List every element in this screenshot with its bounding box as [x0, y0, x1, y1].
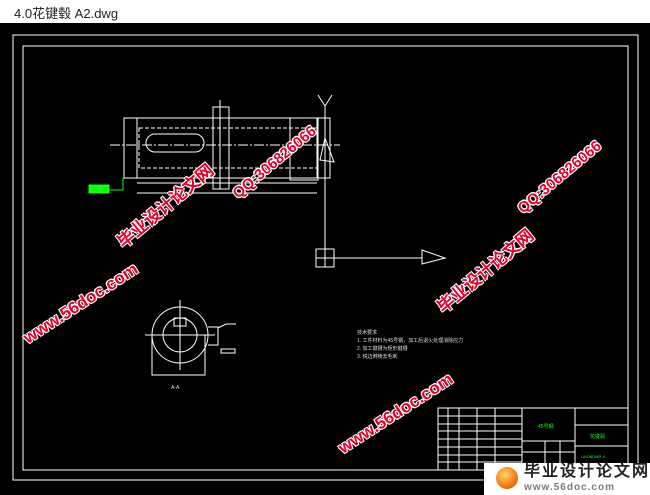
cad-drawing: A-A 45号钢 花键毂 LWDBDMR-4 [12, 34, 639, 481]
note-item: 3. 锐边倒棱去毛刺 [357, 354, 398, 360]
technical-notes: 技术要求 1. 工件材料为45号钢，加工后退火处理消除应力 2. 加工键槽为矩形… [357, 329, 463, 361]
title-bar: 4.0花键毂 A2.dwg [0, 0, 650, 23]
logo-text-url: www.56doc.com [524, 482, 615, 493]
logo-text-cn: 毕业设计论文网 [524, 463, 650, 480]
note-title: 技术要求 [357, 330, 378, 336]
arrow-icon [421, 249, 447, 265]
section-label: A-A [171, 385, 180, 391]
window-title: 4.0花键毂 A2.dwg [14, 6, 119, 21]
title-block: 45号钢 花键毂 LWDBDMR-4 [437, 407, 629, 471]
section-view: A-A [145, 300, 236, 391]
material-text: 45号钢 [538, 423, 554, 430]
main-view [88, 94, 340, 255]
part-name-text: 花键毂 [590, 433, 605, 440]
logo-icon [496, 467, 518, 489]
symbol-box [315, 248, 447, 268]
outer-frame [12, 34, 639, 481]
note-item: 1. 工件材料为45号钢，加工后退火处理消除应力 [357, 338, 464, 344]
inner-frame [22, 45, 629, 471]
note-item: 2. 加工键槽为矩形键槽 [357, 346, 408, 352]
drawing-canvas[interactable]: A-A 45号钢 花键毂 LWDBDMR-4 技术要求 1. [0, 23, 650, 495]
drawing-number-text: LWDBDMR-4 [581, 454, 606, 459]
site-logo: 毕业设计论文网 www.56doc.com [484, 463, 650, 495]
